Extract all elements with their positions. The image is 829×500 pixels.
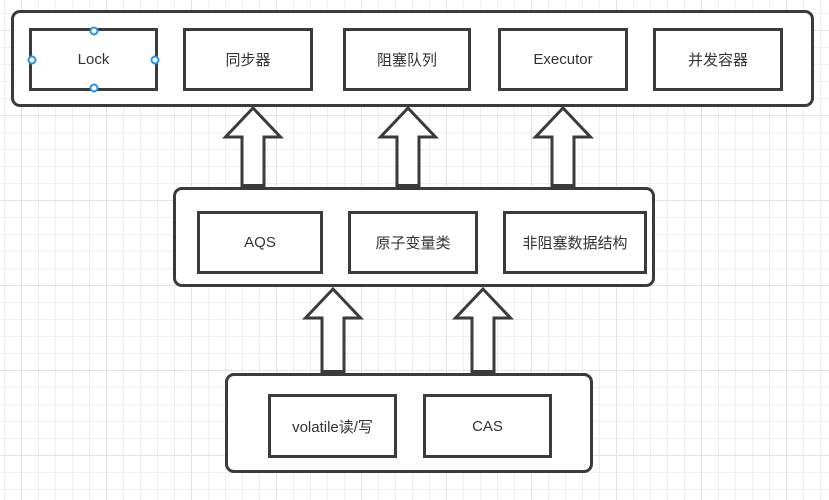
up-arrow-mid-to-top-1[interactable] [222, 105, 284, 187]
node-lock-label: Lock [77, 51, 110, 68]
node-blocking-queue-label: 阻塞队列 [376, 52, 437, 69]
node-atomic-classes[interactable]: 原子变量类 [348, 211, 478, 274]
node-blocking-queue[interactable]: 阻塞队列 [343, 28, 471, 91]
node-executor-label: Executor [533, 51, 593, 68]
node-volatile-read-write-label: volatile读/写 [292, 418, 373, 436]
node-cas-label: CAS [472, 417, 503, 435]
up-arrow-mid-to-top-2[interactable] [377, 105, 439, 187]
node-lock[interactable]: Lock [27, 26, 160, 93]
node-executor[interactable]: Executor [498, 28, 628, 91]
up-arrow-bottom-to-mid-2[interactable] [452, 286, 514, 373]
selection-handle-left[interactable] [27, 55, 37, 64]
selection-handle-bottom[interactable] [89, 83, 98, 93]
node-concurrent-container[interactable]: 并发容器 [653, 28, 783, 91]
node-nonblocking-structures[interactable]: 非阻塞数据结构 [503, 211, 647, 274]
node-synchronizer-label: 同步器 [225, 52, 271, 69]
node-synchronizer[interactable]: 同步器 [183, 28, 313, 91]
node-aqs[interactable]: AQS [197, 211, 323, 274]
node-concurrent-container-label: 并发容器 [687, 52, 748, 69]
selection-handle-top[interactable] [89, 26, 98, 36]
up-arrow-mid-to-top-3[interactable] [532, 105, 594, 187]
up-arrow-bottom-to-mid-1[interactable] [302, 286, 364, 373]
node-nonblocking-structures-label: 非阻塞数据结构 [522, 235, 628, 252]
node-cas[interactable]: CAS [423, 394, 552, 458]
node-aqs-label: AQS [244, 234, 276, 251]
node-volatile-read-write[interactable]: volatile读/写 [268, 394, 397, 458]
selection-handle-right[interactable] [150, 55, 160, 64]
node-atomic-classes-label: 原子变量类 [375, 235, 451, 252]
